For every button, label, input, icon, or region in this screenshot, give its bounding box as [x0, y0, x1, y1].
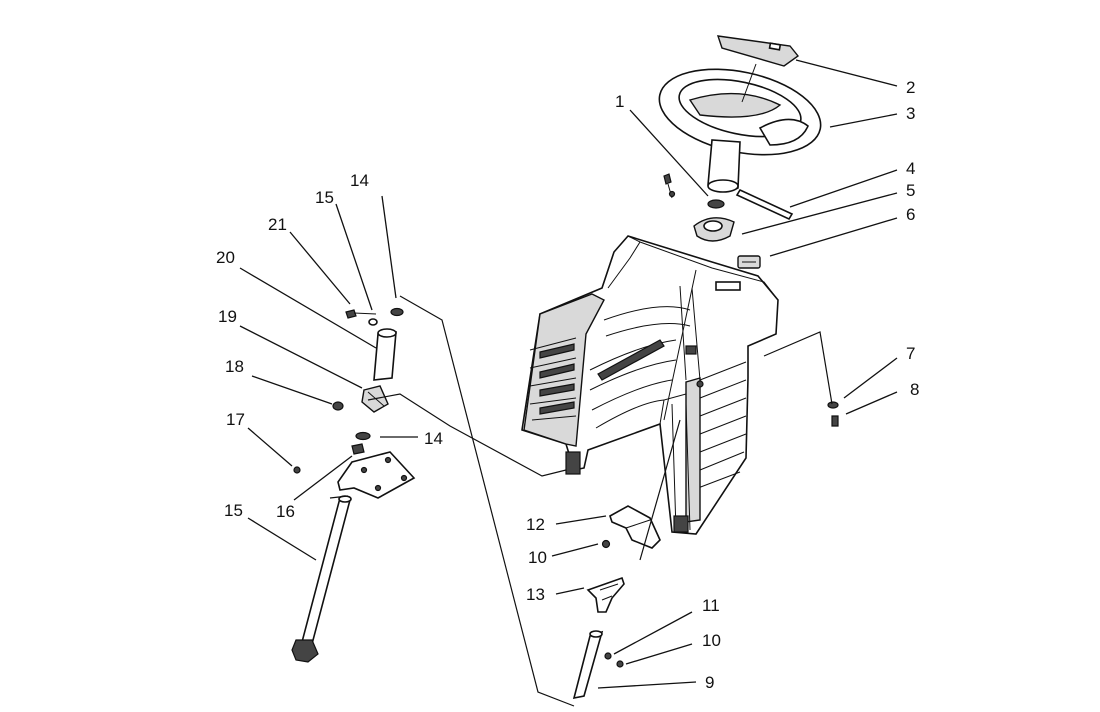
callout-13: 13 [526, 585, 545, 604]
dash-console-housing [521, 235, 779, 535]
callout-3: 3 [906, 104, 915, 123]
bolt-top [663, 173, 676, 199]
pin-17 [293, 466, 301, 474]
washer-nut-right [827, 401, 839, 427]
callout-14-upper: 14 [350, 171, 369, 190]
washer-14-lower [355, 431, 371, 441]
steering-wheel [658, 68, 822, 193]
roll-pin [735, 188, 794, 221]
callout-18: 18 [225, 357, 244, 376]
washer-14-upper [390, 307, 404, 317]
callout-20: 20 [216, 248, 235, 267]
callout-1: 1 [615, 92, 624, 111]
long-shaft-15 [291, 495, 352, 663]
nut-upper [601, 539, 611, 549]
nut-16 [351, 443, 365, 455]
set-screw-18 [332, 401, 344, 411]
callout-4: 4 [906, 159, 915, 178]
callout-19: 19 [218, 307, 237, 326]
callout-2: 2 [906, 78, 915, 97]
callout-7: 7 [906, 344, 915, 363]
callout-14-lower: 14 [424, 429, 443, 448]
clip [737, 255, 761, 269]
callout-6: 6 [906, 205, 915, 224]
callout-10-lower: 10 [702, 631, 721, 650]
alignment-lines [329, 295, 833, 707]
mounting-plate [337, 451, 416, 499]
bushing-tube-20 [373, 328, 397, 381]
callout-21: 21 [268, 215, 287, 234]
steering-wheel-cap [716, 35, 800, 103]
bracket [609, 505, 661, 549]
bushing [693, 199, 735, 242]
callout-11: 11 [702, 596, 720, 615]
callout-5: 5 [906, 181, 915, 200]
callout-8: 8 [910, 380, 919, 399]
callout-9: 9 [705, 673, 714, 692]
callout-12: 12 [526, 515, 545, 534]
bolt-21 [345, 309, 377, 319]
shaft-centerline [663, 269, 697, 421]
leader-lines [239, 59, 898, 689]
callout-15-lower: 15 [224, 501, 243, 520]
callout-15-upper: 15 [315, 188, 334, 207]
callout-10-upper: 10 [528, 548, 547, 567]
lower-shaft [572, 630, 624, 700]
callout-17: 17 [226, 410, 245, 429]
callout-labels: 1 2 3 4 5 6 7 8 9 10 10 11 12 13 14 14 1… [216, 78, 919, 692]
washer-15-top [368, 318, 378, 326]
callout-16: 16 [276, 502, 295, 521]
shield [586, 576, 625, 613]
